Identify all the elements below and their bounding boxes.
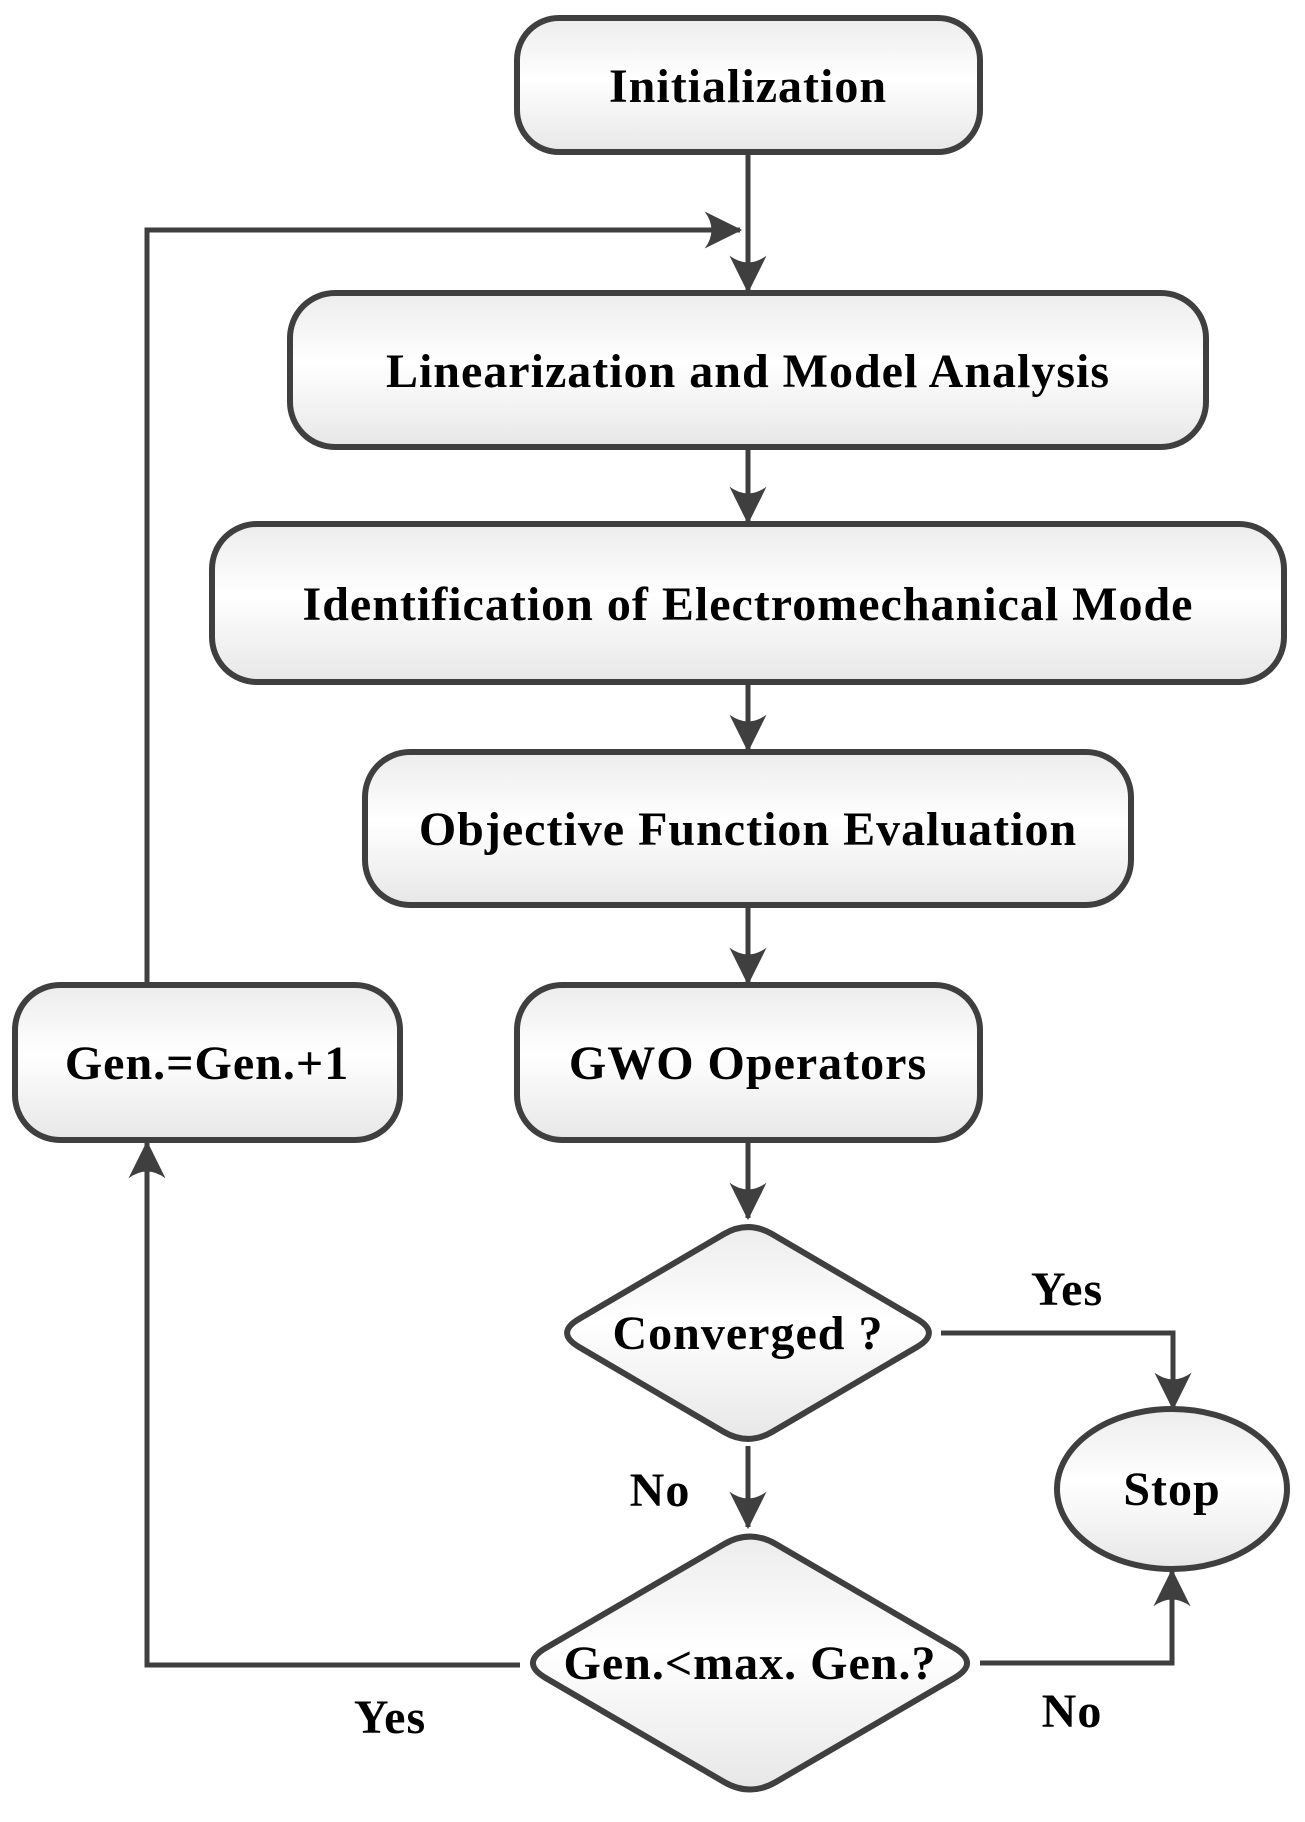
node-identification: Identification of Electromechanical Mode	[209, 521, 1287, 685]
node-linearization: Linearization and Model Analysis	[287, 290, 1209, 450]
node-gen-increment: Gen.=Gen.+1	[12, 982, 403, 1143]
edge-gen-increment-merge	[144, 211, 743, 985]
label-converged-no: No	[630, 1464, 691, 1517]
node-initialization: Initialization	[514, 15, 983, 155]
edge-gen-check-yes	[128, 1140, 520, 1668]
stop-ellipse	[1054, 1406, 1290, 1572]
stop-label: Stop	[1123, 1463, 1220, 1516]
edge-gen-check-no	[980, 1568, 1191, 1666]
edge-labels: Yes No Yes No	[354, 1263, 1103, 1744]
gen-check-label: Gen.<max. Gen.?	[563, 1637, 936, 1690]
node-gwo: GWO Operators	[514, 982, 983, 1143]
objective-box	[362, 749, 1134, 908]
label-converged-yes: Yes	[1031, 1263, 1103, 1316]
gwo-box	[514, 982, 983, 1143]
gen-increment-box	[12, 982, 403, 1143]
converged-label: Converged ?	[613, 1307, 884, 1360]
converged-diamond	[564, 1224, 932, 1442]
identification-box	[209, 521, 1287, 685]
label-gen-check-yes: Yes	[354, 1691, 426, 1744]
label-gen-check-no: No	[1042, 1685, 1103, 1738]
linearization-label: Linearization and Model Analysis	[386, 345, 1110, 398]
linearization-box	[287, 290, 1209, 450]
identification-label: Identification of Electromechanical Mode	[303, 578, 1194, 631]
node-objective: Objective Function Evaluation	[362, 749, 1134, 908]
edges	[128, 152, 1192, 1668]
objective-label: Objective Function Evaluation	[419, 803, 1077, 856]
edge-converged-yes	[941, 1330, 1192, 1411]
gen-check-diamond	[530, 1533, 970, 1793]
node-gen-check: Gen.<max. Gen.?	[530, 1533, 970, 1793]
node-stop: Stop	[1054, 1406, 1290, 1572]
initialization-box	[514, 15, 983, 155]
gwo-label: GWO Operators	[569, 1037, 927, 1090]
initialization-label: Initialization	[609, 60, 887, 113]
gen-increment-label: Gen.=Gen.+1	[65, 1037, 349, 1090]
node-converged: Converged ?	[564, 1224, 932, 1442]
